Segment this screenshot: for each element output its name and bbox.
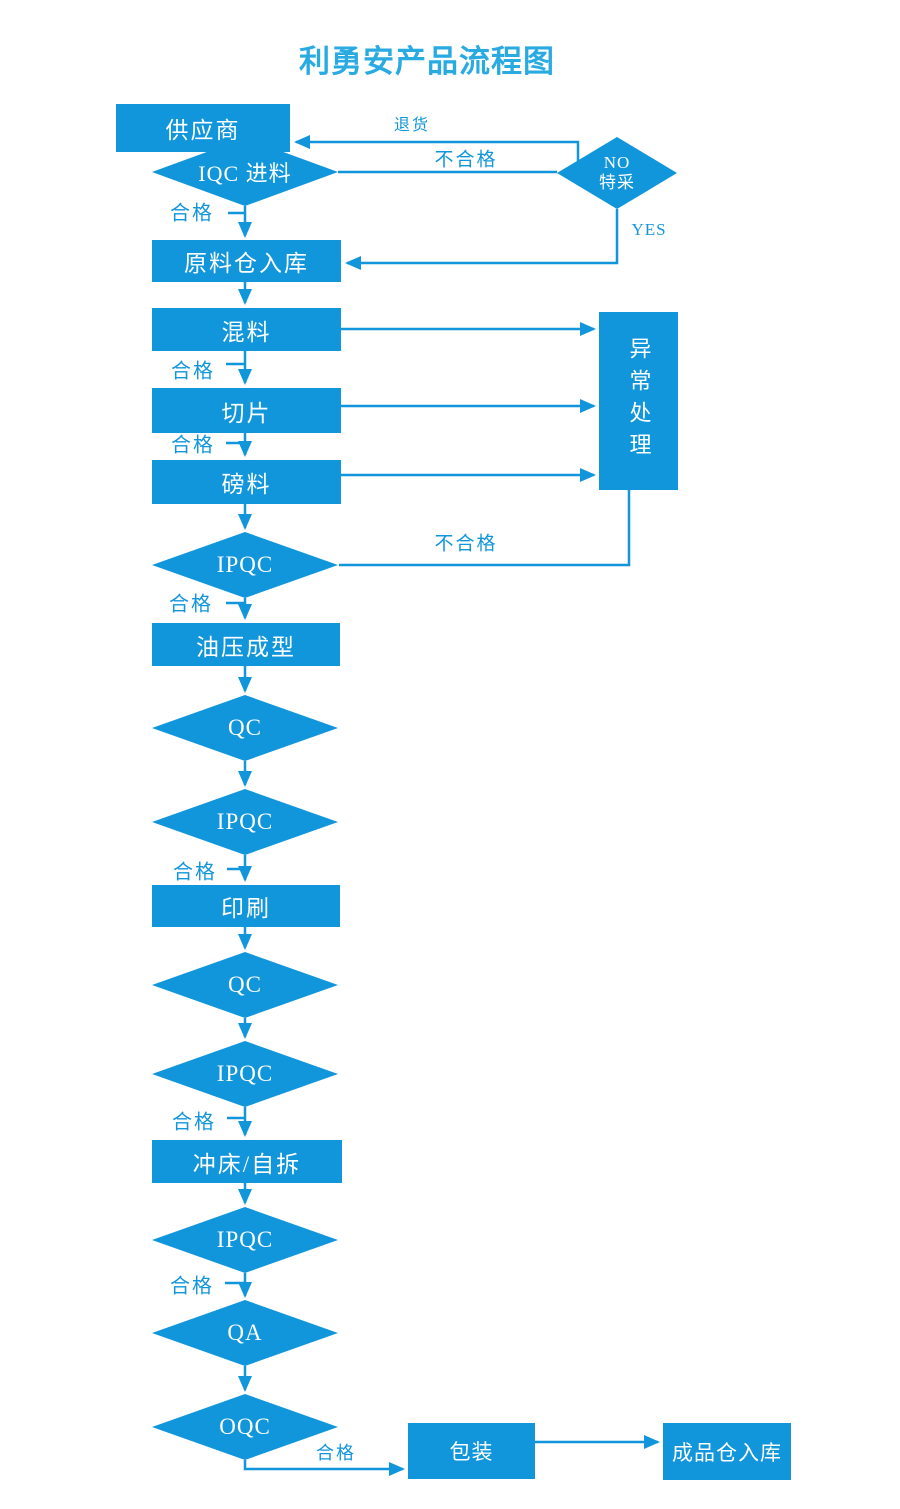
node-weighing: 磅料	[152, 460, 341, 504]
edge-label-return-goods: 退货	[393, 117, 431, 134]
arrow-oqc-to-packaging	[243, 1460, 405, 1476]
edge-label-pass-iqc: 合格	[170, 202, 214, 225]
node-punching: 冲床/自拆	[152, 1140, 342, 1183]
edge-label-pass-ipqc1: 合格	[169, 593, 213, 616]
node-printing: 印刷	[152, 885, 340, 927]
arrow-yes-to-raw-warehouse	[345, 209, 619, 270]
edge-label-pass-oqc: 合格	[316, 1443, 356, 1463]
line-ipqc1-to-exception	[339, 490, 631, 567]
edge-label-pass-mixing: 合格	[171, 360, 215, 383]
node-packaging: 包装	[408, 1423, 535, 1479]
node-hydraulic-molding: 油压成型	[152, 623, 340, 666]
node-finished-warehouse: 成品仓入库	[663, 1423, 791, 1480]
edge-label-pass-slicing: 合格	[171, 434, 215, 457]
node-raw-material-warehouse: 原料仓入库	[152, 240, 341, 282]
edge-label-pass-ipqc3: 合格	[172, 1111, 216, 1134]
edge-label-pass-ipqc4: 合格	[170, 1275, 214, 1298]
arrow-return-to-supplier	[294, 135, 580, 161]
edge-label-pass-ipqc2: 合格	[173, 861, 217, 884]
edge-label-not-qualified-mid: 不合格	[434, 533, 498, 555]
diagram-title: 利勇安产品流程图	[299, 44, 555, 80]
node-exception-handling: 异常处理	[599, 312, 678, 490]
node-slicing: 切片	[152, 388, 341, 433]
node-mixing: 混料	[152, 308, 341, 351]
node-supplier: 供应商	[116, 104, 290, 152]
edge-label-not-qualified-top: 不合格	[434, 149, 498, 171]
edge-label-yes: YES	[631, 220, 667, 239]
